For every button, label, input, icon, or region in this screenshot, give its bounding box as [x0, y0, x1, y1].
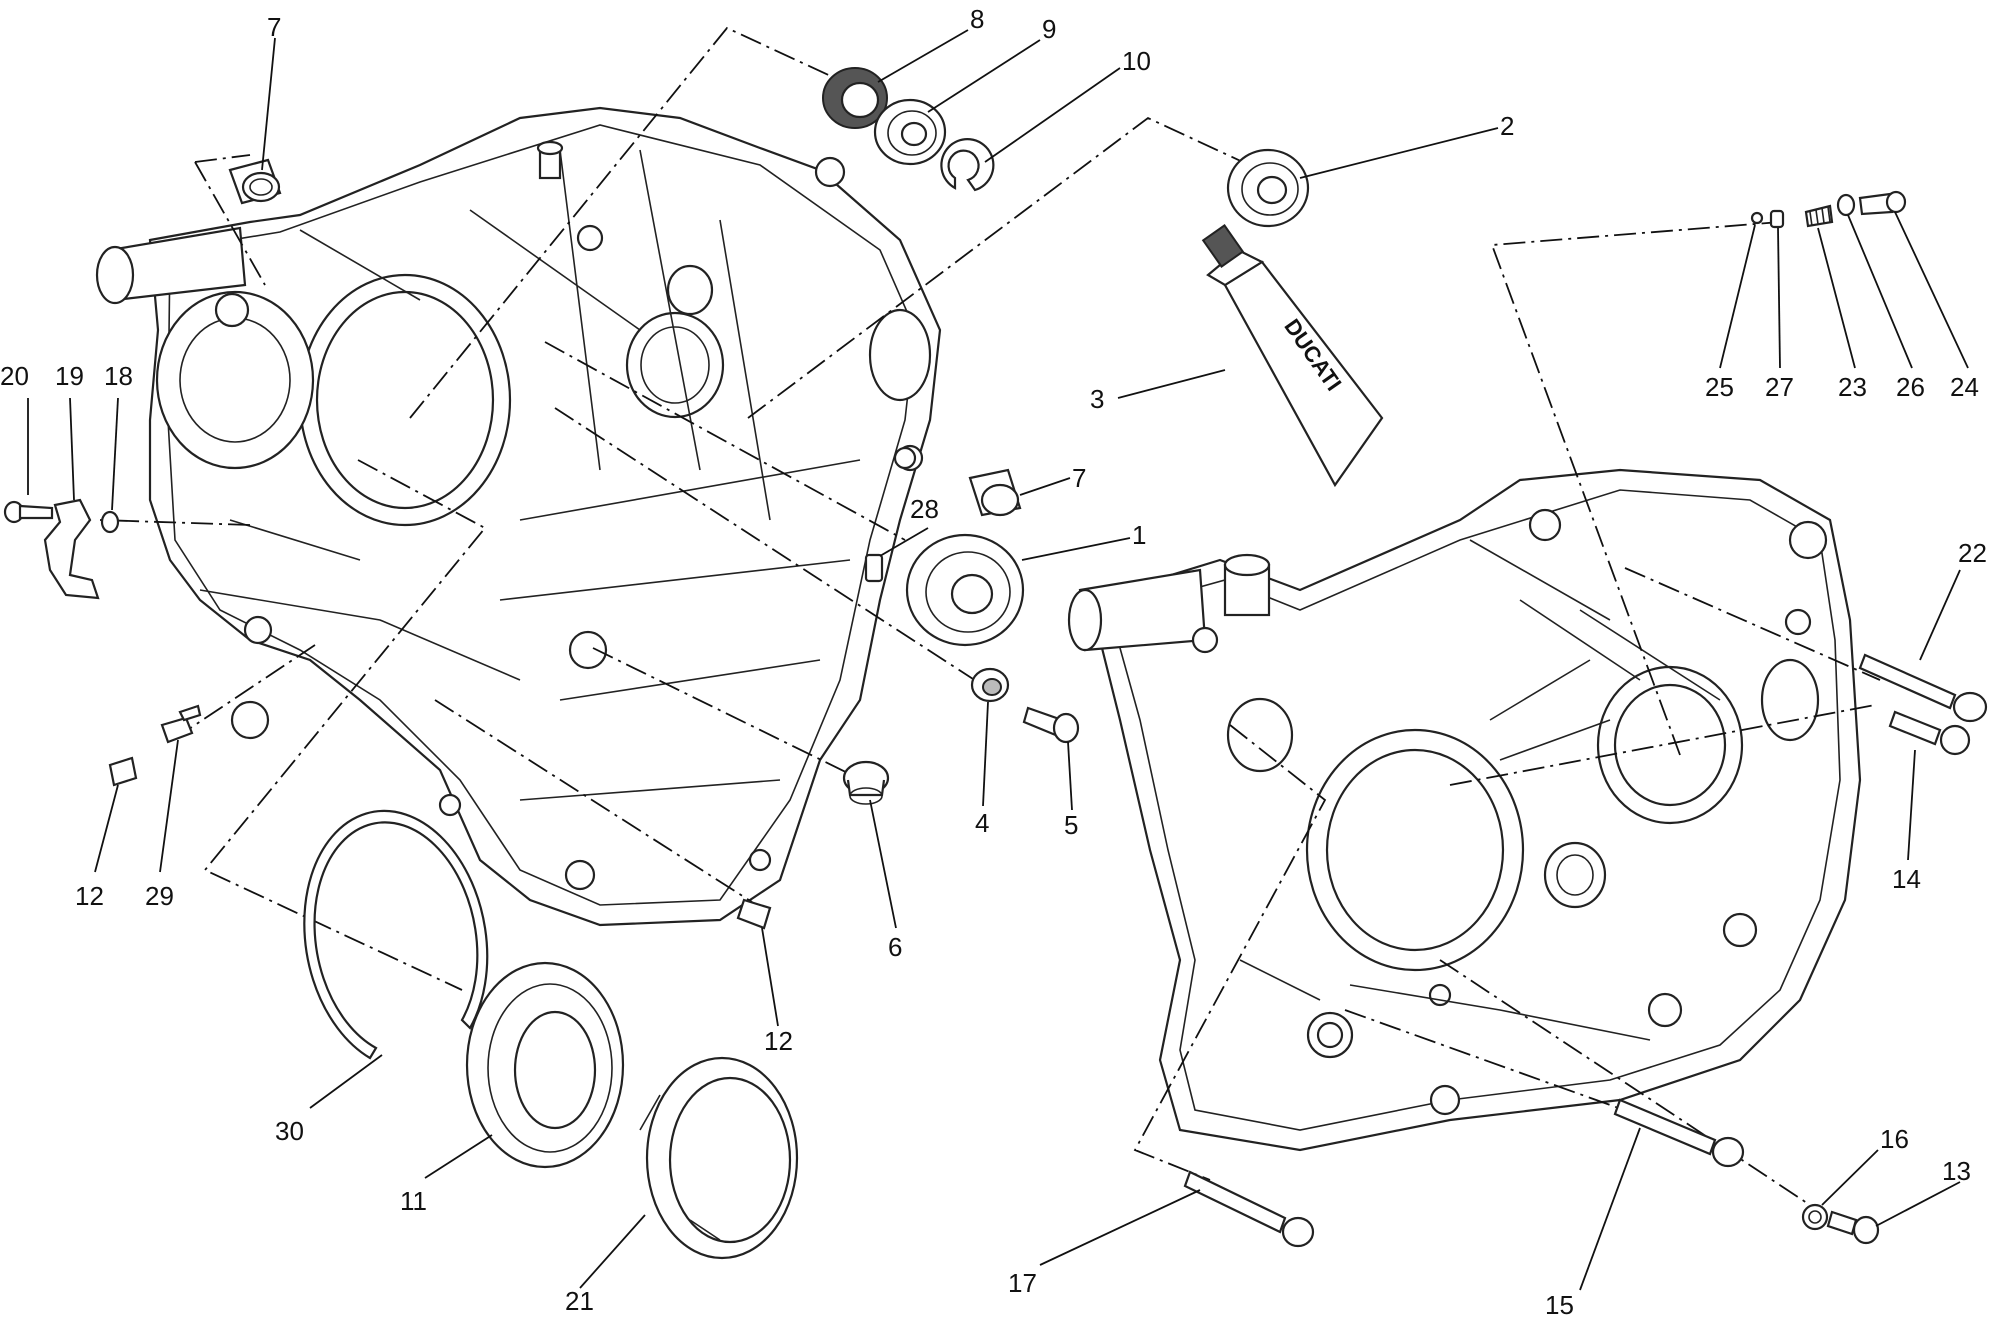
callout-18: 18	[104, 361, 133, 391]
callout-20: 20	[0, 361, 29, 391]
washer-4	[970, 667, 1010, 703]
bolt-15	[1613, 1098, 1745, 1168]
callout-19: 19	[55, 361, 84, 391]
washer-26	[1836, 193, 1856, 217]
assembly-centerlines	[99, 26, 1881, 1206]
bolt-17	[1183, 1170, 1315, 1248]
grub-screw-12-left	[108, 756, 138, 787]
callout-28: 28	[910, 494, 939, 524]
plug-6	[842, 760, 890, 805]
callout-21: 21	[565, 1286, 594, 1316]
callout-2: 2	[1500, 111, 1514, 141]
callout-30: 30	[275, 1116, 304, 1146]
callout-24: 24	[1950, 372, 1979, 402]
ball-bearing-1	[905, 533, 1025, 647]
spring-23	[1804, 204, 1834, 228]
screw-5	[1022, 706, 1080, 744]
snap-ring-30	[303, 809, 489, 1060]
callout-3: 3	[1090, 384, 1104, 414]
ball-25	[1750, 211, 1764, 225]
callout-12-bottom: 12	[764, 1026, 793, 1056]
callout-29: 29	[145, 881, 174, 911]
callout-17: 17	[1008, 1268, 1037, 1298]
right-crankcase-half	[1067, 468, 1862, 1152]
plug-27	[1769, 209, 1785, 229]
callout-27: 27	[1765, 372, 1794, 402]
dowel-sleeve-7-top	[228, 158, 282, 205]
callout-5: 5	[1064, 810, 1078, 840]
dowel-sleeve-7-mid	[968, 468, 1022, 517]
callout-10: 10	[1122, 46, 1151, 76]
nipple-29	[160, 704, 202, 744]
callout-11: 11	[400, 1186, 427, 1216]
bolt-20	[3, 500, 54, 524]
callout-12-left: 12	[75, 881, 104, 911]
callout-26: 26	[1896, 372, 1925, 402]
washer-16	[1801, 1203, 1829, 1231]
callout-22: 22	[1958, 538, 1987, 568]
left-crankcase-half	[95, 106, 942, 927]
callout-13: 13	[1942, 1156, 1971, 1186]
callout-7-top: 7	[267, 12, 281, 42]
circlip-10	[940, 138, 995, 192]
callout-15: 15	[1545, 1290, 1574, 1319]
callout-8: 8	[970, 4, 984, 34]
sealant-tube-3: DUCATI	[1201, 224, 1384, 488]
grub-screw-12-bottom	[736, 898, 772, 930]
callout-23: 23	[1838, 372, 1867, 402]
ball-bearing-2	[1226, 148, 1310, 228]
screw-13	[1826, 1210, 1880, 1245]
screw-24	[1858, 190, 1907, 216]
callout-4: 4	[975, 808, 989, 838]
bolt-22	[1858, 653, 1988, 723]
callout-14: 14	[1892, 864, 1921, 894]
callout-25: 25	[1705, 372, 1734, 402]
sleeve-21	[639, 1056, 799, 1260]
callout-16: 16	[1880, 1124, 1909, 1154]
ball-bearing-9	[873, 98, 947, 166]
roller-bearing-11	[465, 961, 625, 1169]
callout-labels: 7 8 9 10 2 3 7 28 1 4 5 6 12 20 19 18 12…	[0, 4, 1987, 1319]
o-ring-18	[100, 510, 120, 534]
pipe-bracket-19	[43, 498, 100, 600]
callout-6: 6	[888, 932, 902, 962]
leader-lines	[27, 29, 1969, 1291]
callout-1: 1	[1132, 520, 1146, 550]
callout-9: 9	[1042, 14, 1056, 44]
bolt-14	[1888, 710, 1971, 756]
callout-7-mid: 7	[1072, 463, 1086, 493]
oil-seal-8	[822, 67, 888, 129]
key-28	[864, 553, 884, 583]
